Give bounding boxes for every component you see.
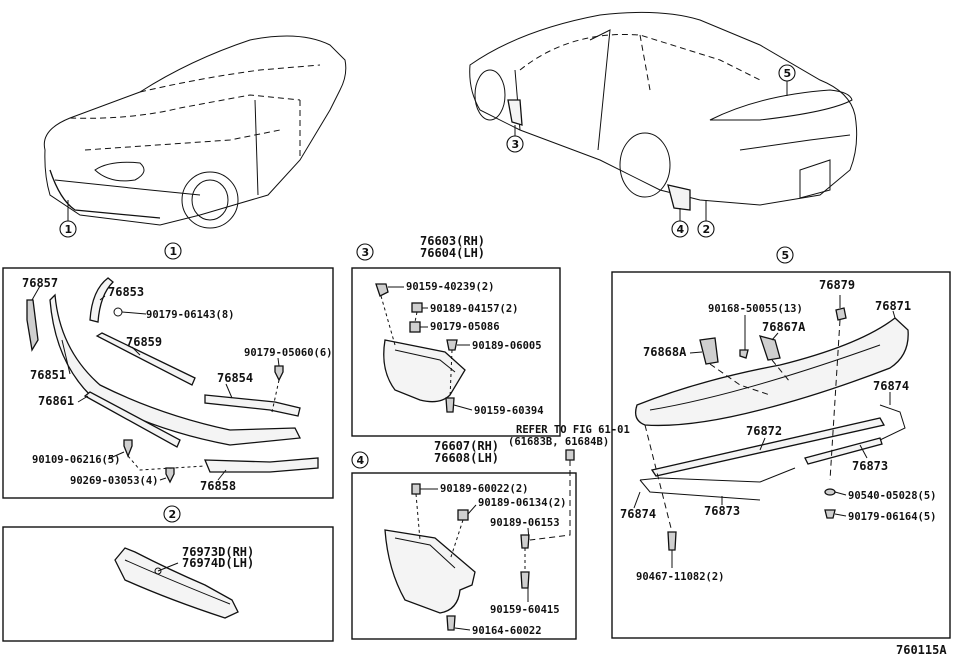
part-76874-upper: 76874 — [873, 379, 909, 393]
part-90189-60022: 90189-60022(2) — [440, 483, 529, 495]
svg-text:1: 1 — [170, 245, 178, 258]
part-76867A: 76867A — [762, 320, 806, 334]
part-90189-06134: 90189-06134(2) — [478, 497, 567, 509]
panel-4-frame — [351, 472, 577, 640]
part-90179-05060: 90179-05060(6) — [244, 347, 333, 359]
callout-2-rear: 2 — [697, 220, 715, 238]
panel-1-labels: 76857 76853 90179-06143(8) 76859 90179-0… — [22, 276, 333, 493]
section-5-label: 5 — [776, 246, 794, 264]
callout-1-front: 1 — [59, 220, 77, 238]
part-76871: 76871 — [875, 299, 911, 313]
svg-text:4: 4 — [677, 223, 685, 236]
panel-1-frame — [2, 267, 334, 499]
svg-text:5: 5 — [782, 249, 790, 262]
svg-text:1: 1 — [65, 223, 73, 236]
part-90159-60415: 90159-60415 — [490, 604, 560, 616]
panel-5-frame — [611, 271, 951, 639]
part-76879: 76879 — [819, 278, 855, 292]
part-90189-06153: 90189-06153 — [490, 517, 560, 529]
part-76873-right: 76873 — [852, 459, 888, 473]
part-76857: 76857 — [22, 276, 58, 290]
part-90179-06143: 90179-06143(8) — [146, 309, 235, 321]
panel-3-header-lh: 76604(LH) — [420, 246, 485, 260]
panel-3-labels: 90159-40239(2) 90189-04157(2) 90179-0508… — [406, 281, 544, 417]
part-90109-06216: 90109-06216(5) — [32, 454, 121, 466]
part-90467-11082: 90467-11082(2) — [636, 571, 725, 583]
part-90189-06005: 90189-06005 — [472, 340, 542, 352]
callout-5-spoiler: 5 — [778, 64, 796, 82]
svg-text:3: 3 — [362, 246, 370, 259]
part-76872: 76872 — [746, 424, 782, 438]
part-90159-60394: 90159-60394 — [474, 405, 544, 417]
section-3-label: 3 — [356, 243, 374, 261]
part-76853: 76853 — [108, 285, 144, 299]
part-76861: 76861 — [38, 394, 74, 408]
part-90164-60022: 90164-60022 — [472, 625, 542, 637]
panel-4-labels: 90189-60022(2) 90189-06134(2) 90189-0615… — [440, 483, 567, 637]
part-76858: 76858 — [200, 479, 236, 493]
figure-code: 760115A — [896, 643, 947, 657]
part-76859: 76859 — [126, 335, 162, 349]
part-90179-05086: 90179-05086 — [430, 321, 500, 333]
panel-3-frame — [351, 267, 561, 437]
panel-3-parts — [375, 283, 473, 413]
panel-5-parts — [633, 295, 909, 568]
svg-text:5: 5 — [784, 67, 792, 80]
section-4-label: 4 — [351, 451, 369, 469]
part-90168-50055: 90168-50055(13) — [708, 303, 803, 315]
part-90540-05028: 90540-05028(5) — [848, 490, 937, 502]
svg-text:4: 4 — [357, 454, 365, 467]
panel-2-frame — [2, 526, 334, 642]
svg-text:2: 2 — [169, 508, 177, 521]
part-76874-lower: 76874 — [620, 507, 656, 521]
rear-car-illustration: 3 4 2 5 — [469, 11, 858, 238]
part-76851: 76851 — [30, 368, 66, 382]
part-76873-lower: 76873 — [704, 504, 740, 518]
callout-3-mudflap: 3 — [506, 135, 524, 153]
part-90179-06164: 90179-06164(5) — [848, 511, 937, 523]
panel-4-refer-line2: (61683B, 61684B) — [508, 436, 609, 448]
part-76854: 76854 — [217, 371, 253, 385]
part-90189-04157: 90189-04157(2) — [430, 303, 519, 315]
section-1-label: 1 — [164, 242, 182, 260]
part-76973D-RH: 76973D(RH) — [182, 545, 254, 559]
panel-4-parts — [384, 449, 575, 631]
callout-4-mudflap: 4 — [671, 220, 689, 238]
panel-3-header-rh: 76603(RH) — [420, 234, 485, 248]
front-car-illustration: 1 — [43, 35, 347, 238]
part-76974D-LH: 76974D(LH) — [182, 556, 254, 570]
part-90269-03053: 90269-03053(4) — [70, 475, 159, 487]
panel-5-labels: 76879 76871 90168-50055(13) 76867A 76868… — [620, 278, 937, 583]
svg-text:3: 3 — [512, 138, 520, 151]
svg-text:2: 2 — [703, 223, 711, 236]
panel-4-refer-line1: REFER TO FIG 61-01 — [516, 424, 630, 436]
part-90159-40239: 90159-40239(2) — [406, 281, 495, 293]
part-76868A: 76868A — [643, 345, 687, 359]
panel-4-header-rh: 76607(RH) — [434, 439, 499, 453]
panel-2-parts: 76973D(RH) 76974D(LH) — [114, 545, 254, 619]
section-2-label: 2 — [163, 505, 181, 523]
panel-4-header-lh: 76608(LH) — [434, 451, 499, 465]
panel-1-parts — [26, 277, 319, 484]
